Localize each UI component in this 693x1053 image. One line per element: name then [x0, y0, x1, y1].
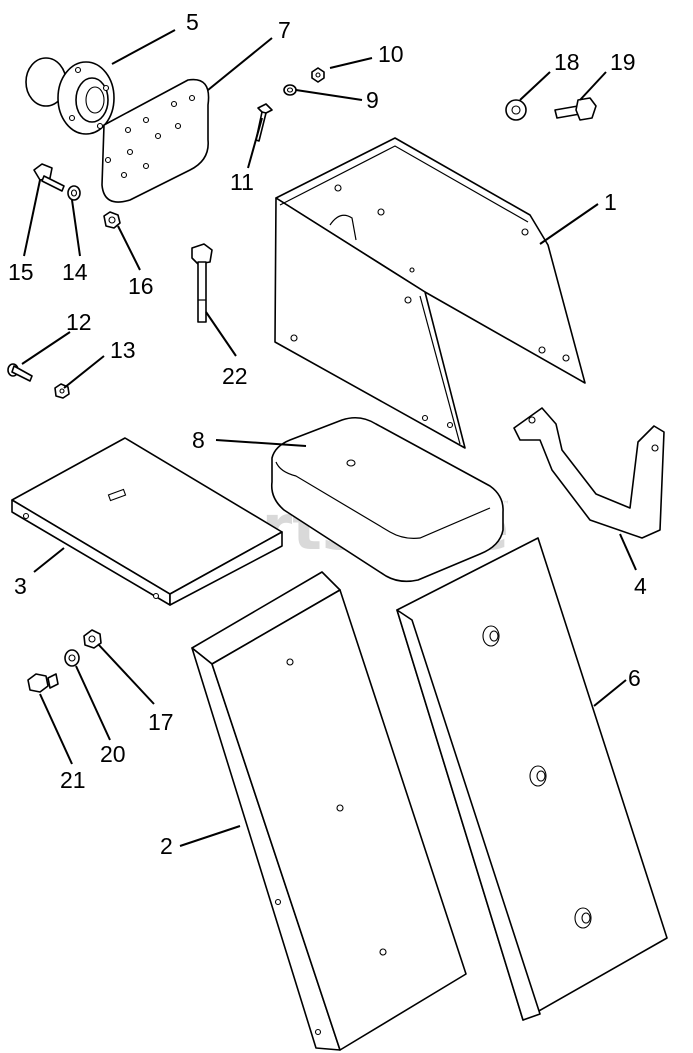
part-18-washer[interactable] [505, 99, 527, 121]
callout-10: 10 [378, 41, 404, 67]
part-4-bracket[interactable] [513, 407, 665, 539]
part-5-bearing-flange[interactable] [25, 57, 115, 135]
callout-15: 15 [8, 259, 34, 285]
callout-14: 14 [62, 259, 88, 285]
callout-3: 3 [14, 573, 27, 599]
part-22-long-bolt[interactable] [191, 243, 213, 323]
callout-4: 4 [634, 573, 647, 599]
callout-numbers: 1 2 3 4 5 6 7 8 9 10 11 12 13 14 15 16 1… [8, 9, 647, 859]
callout-9: 9 [366, 87, 379, 113]
callout-11: 11 [230, 169, 254, 195]
callout-16: 16 [128, 273, 154, 299]
callout-7: 7 [278, 17, 291, 43]
part-8-pad[interactable] [270, 416, 504, 583]
callout-18: 18 [554, 49, 580, 75]
part-20-washer[interactable] [64, 649, 80, 667]
part-3-bottom-plate[interactable] [11, 437, 283, 606]
callout-20: 20 [100, 741, 126, 767]
callout-22: 22 [222, 363, 248, 389]
callout-2: 2 [160, 833, 173, 859]
part-2-long-panel[interactable] [191, 571, 467, 1051]
part-10-nut[interactable] [311, 67, 325, 83]
callout-19: 19 [610, 49, 636, 75]
part-15-bolt[interactable] [33, 163, 65, 192]
callout-8: 8 [192, 427, 205, 453]
part-11-bolt[interactable] [255, 103, 273, 142]
callout-21: 21 [60, 767, 86, 793]
callout-17: 17 [148, 709, 174, 735]
callout-1: 1 [604, 189, 617, 215]
part-7-plate[interactable] [101, 78, 210, 203]
part-12-screw[interactable] [7, 363, 33, 382]
part-17-nut[interactable] [83, 629, 102, 649]
part-1-housing[interactable] [274, 137, 586, 449]
part-9-washer[interactable] [283, 84, 297, 96]
leader-lines [21, 29, 637, 847]
callout-6: 6 [628, 665, 641, 691]
callout-13: 13 [110, 337, 136, 363]
part-6-seat-panel[interactable] [396, 537, 668, 1021]
part-19-bolt[interactable] [554, 97, 597, 121]
callout-12: 12 [66, 309, 92, 335]
part-14-washer[interactable] [67, 185, 81, 201]
part-16-nut[interactable] [103, 211, 121, 229]
callout-5: 5 [186, 9, 199, 35]
part-21-bolt[interactable] [27, 673, 59, 693]
watermark-trademark: ™ [500, 500, 510, 511]
